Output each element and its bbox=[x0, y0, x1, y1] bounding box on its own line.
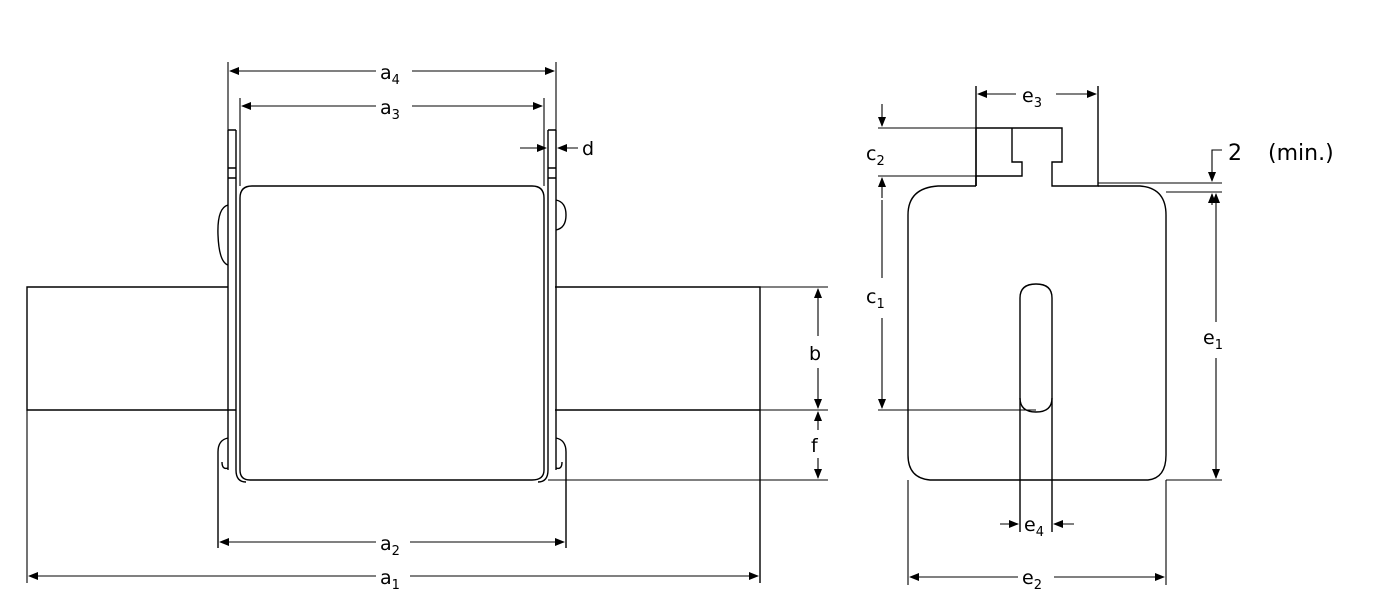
indicator-bump-right bbox=[556, 200, 566, 230]
dimension-a3: a3 bbox=[241, 97, 543, 123]
end-body-outline bbox=[908, 186, 1166, 480]
blade-right bbox=[555, 287, 760, 583]
dimension-b: b bbox=[809, 288, 822, 409]
svg-text:c1: c1 bbox=[866, 286, 885, 312]
svg-text:f: f bbox=[811, 435, 819, 457]
svg-text:e2: e2 bbox=[1022, 567, 1042, 593]
center-slot bbox=[1020, 284, 1052, 412]
dimension-min-gap: 2 (min.) bbox=[1208, 141, 1334, 205]
end-plate-left bbox=[228, 130, 246, 482]
indicator-bump-left bbox=[218, 205, 228, 265]
svg-text:a2: a2 bbox=[380, 533, 400, 559]
foot-right bbox=[556, 438, 566, 548]
dimension-c1: c1 bbox=[866, 200, 886, 409]
dimension-e2: e2 bbox=[909, 567, 1165, 593]
min-text: (min.) bbox=[1268, 141, 1334, 166]
dimension-a2: a2 bbox=[219, 533, 565, 559]
svg-text:e3: e3 bbox=[1022, 85, 1042, 111]
svg-text:a1: a1 bbox=[380, 567, 400, 593]
dimension-d: d bbox=[520, 138, 594, 160]
svg-text:b: b bbox=[809, 343, 821, 365]
side-view: a4 a3 d b f a2 bbox=[27, 62, 828, 593]
svg-text:e1: e1 bbox=[1203, 327, 1223, 353]
svg-text:c2: c2 bbox=[866, 143, 885, 169]
dimension-a1: a1 bbox=[28, 567, 759, 593]
min-value: 2 bbox=[1228, 141, 1242, 166]
dimension-e3: e3 bbox=[977, 85, 1097, 111]
blade-left bbox=[27, 287, 236, 410]
end-plate-right bbox=[538, 130, 556, 482]
foot-left bbox=[218, 438, 228, 548]
svg-text:e4: e4 bbox=[1024, 514, 1044, 540]
top-contact bbox=[976, 86, 1098, 186]
top-contact-slot bbox=[976, 128, 1022, 186]
dimension-e1: e1 bbox=[1203, 193, 1223, 479]
end-view: e3 c2 c1 2 (min.) e1 bbox=[866, 85, 1334, 593]
svg-text:a4: a4 bbox=[380, 62, 400, 88]
dimension-c2: c2 bbox=[866, 104, 886, 198]
dimension-f: f bbox=[811, 411, 822, 479]
dimension-e4: e4 bbox=[1000, 514, 1074, 540]
dimension-a4: a4 bbox=[229, 62, 555, 88]
svg-text:a3: a3 bbox=[380, 97, 400, 123]
fuse-body bbox=[240, 186, 544, 480]
svg-text:d: d bbox=[582, 138, 594, 160]
